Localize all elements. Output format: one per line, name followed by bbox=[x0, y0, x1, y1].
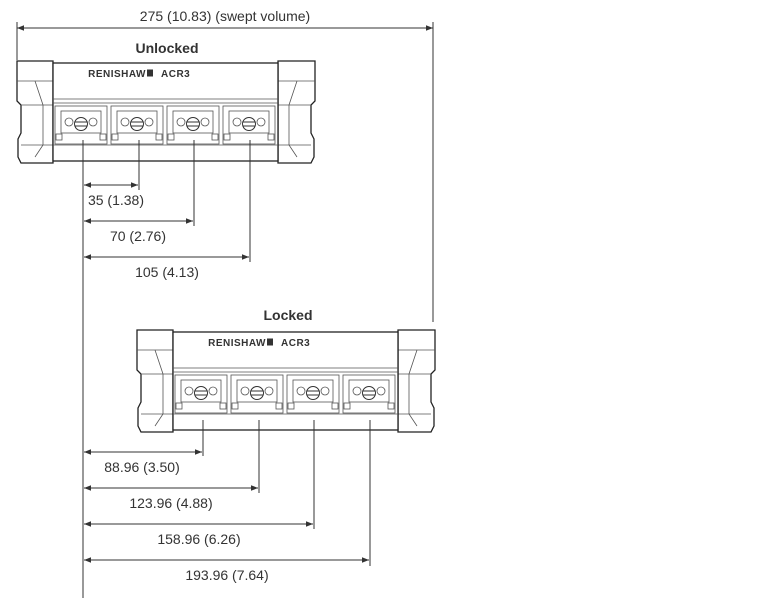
port-frame bbox=[174, 374, 228, 414]
left-end-block bbox=[136, 329, 174, 433]
port-pin bbox=[55, 133, 63, 141]
port-hole bbox=[264, 386, 274, 396]
port-screw bbox=[194, 386, 208, 400]
right-end-contour bbox=[408, 349, 418, 427]
model-label: ACR3 bbox=[161, 69, 190, 80]
locked-dim-2-label: 123.96 (4.88) bbox=[129, 495, 212, 511]
brand-label: RENISHAW bbox=[208, 338, 266, 349]
port-hole bbox=[352, 386, 362, 396]
port-frame bbox=[166, 105, 220, 145]
locked-dimensions: 88.96 (3.50) 123.96 (4.88) 158.96 (6.26)… bbox=[84, 420, 371, 583]
locked-dim-1-label: 88.96 (3.50) bbox=[104, 459, 180, 475]
port-slot bbox=[230, 374, 284, 414]
port-pin bbox=[211, 133, 219, 141]
port-frame bbox=[110, 105, 164, 145]
right-end-contour bbox=[288, 80, 298, 158]
unlocked-title: Unlocked bbox=[135, 40, 198, 56]
port-hole bbox=[232, 117, 242, 127]
port-frame bbox=[342, 374, 396, 414]
port-slot bbox=[222, 105, 276, 145]
port-pin bbox=[387, 402, 395, 410]
port-hole bbox=[256, 117, 266, 127]
port-insert bbox=[116, 110, 158, 134]
port-hole bbox=[144, 117, 154, 127]
right-end-block bbox=[277, 60, 316, 164]
port-hole bbox=[176, 117, 186, 127]
port-pin bbox=[267, 133, 275, 141]
port-pin bbox=[275, 402, 283, 410]
port-frame bbox=[230, 374, 284, 414]
port-hole bbox=[208, 386, 218, 396]
locked-view: Locked RENISHAW ACR3 bbox=[136, 307, 436, 433]
overall-dimension: 275 (10.83) (swept volume) bbox=[16, 8, 434, 322]
port-pin bbox=[219, 402, 227, 410]
port-slot bbox=[174, 374, 228, 414]
port-frame bbox=[222, 105, 276, 145]
left-end-contour bbox=[154, 349, 164, 427]
overall-dimension-label: 275 (10.83) (swept volume) bbox=[140, 8, 310, 24]
right-end-block bbox=[397, 329, 436, 433]
port-hole bbox=[184, 386, 194, 396]
port-slot bbox=[54, 105, 108, 145]
port-insert bbox=[236, 379, 278, 403]
port-pin bbox=[111, 133, 119, 141]
unlocked-dim-2-label: 70 (2.76) bbox=[110, 228, 166, 244]
port-pin bbox=[155, 133, 163, 141]
port-screw bbox=[74, 117, 88, 131]
port-screw bbox=[362, 386, 376, 400]
port-pin bbox=[167, 133, 175, 141]
port-hole bbox=[376, 386, 386, 396]
left-end-block bbox=[16, 60, 54, 164]
port-pin bbox=[331, 402, 339, 410]
brand-label: RENISHAW bbox=[88, 69, 146, 80]
left-end-contour bbox=[34, 80, 44, 158]
port-screw bbox=[130, 117, 144, 131]
locked-rack-unit: RENISHAW ACR3 bbox=[136, 329, 436, 433]
model-label: ACR3 bbox=[281, 338, 310, 349]
port-hole bbox=[200, 117, 210, 127]
port-hole bbox=[120, 117, 130, 127]
port-pin bbox=[175, 402, 183, 410]
port-screw bbox=[186, 117, 200, 131]
port-screw bbox=[242, 117, 256, 131]
port-hole bbox=[320, 386, 330, 396]
port-insert bbox=[348, 379, 390, 403]
locked-dim-4-label: 193.96 (7.64) bbox=[185, 567, 268, 583]
port-hole bbox=[64, 117, 74, 127]
port-slot bbox=[342, 374, 396, 414]
port-screw bbox=[306, 386, 320, 400]
locked-title: Locked bbox=[263, 307, 312, 323]
port-frame bbox=[54, 105, 108, 145]
locked-dim-3-label: 158.96 (6.26) bbox=[157, 531, 240, 547]
port-insert bbox=[292, 379, 334, 403]
port-hole bbox=[296, 386, 306, 396]
port-insert bbox=[228, 110, 270, 134]
unlocked-dim-1-label: 35 (1.38) bbox=[88, 192, 144, 208]
unlocked-view: Unlocked RENISHAW ACR3 bbox=[16, 40, 316, 164]
unlocked-rack-unit: RENISHAW ACR3 bbox=[16, 60, 316, 164]
port-slot bbox=[166, 105, 220, 145]
port-slot bbox=[286, 374, 340, 414]
port-pin bbox=[99, 133, 107, 141]
port-insert bbox=[180, 379, 222, 403]
unlocked-dim-3-label: 105 (4.13) bbox=[135, 264, 199, 280]
port-slot bbox=[110, 105, 164, 145]
unlocked-dimensions: 35 (1.38) 70 (2.76) 105 (4.13) bbox=[82, 140, 251, 598]
port-screw bbox=[250, 386, 264, 400]
port-pin bbox=[287, 402, 295, 410]
port-hole bbox=[240, 386, 250, 396]
port-pin bbox=[223, 133, 231, 141]
port-insert bbox=[60, 110, 102, 134]
port-pin bbox=[343, 402, 351, 410]
port-insert bbox=[172, 110, 214, 134]
port-frame bbox=[286, 374, 340, 414]
brand-mark bbox=[147, 69, 153, 77]
brand-mark bbox=[267, 338, 273, 346]
port-pin bbox=[231, 402, 239, 410]
port-hole bbox=[88, 117, 98, 127]
